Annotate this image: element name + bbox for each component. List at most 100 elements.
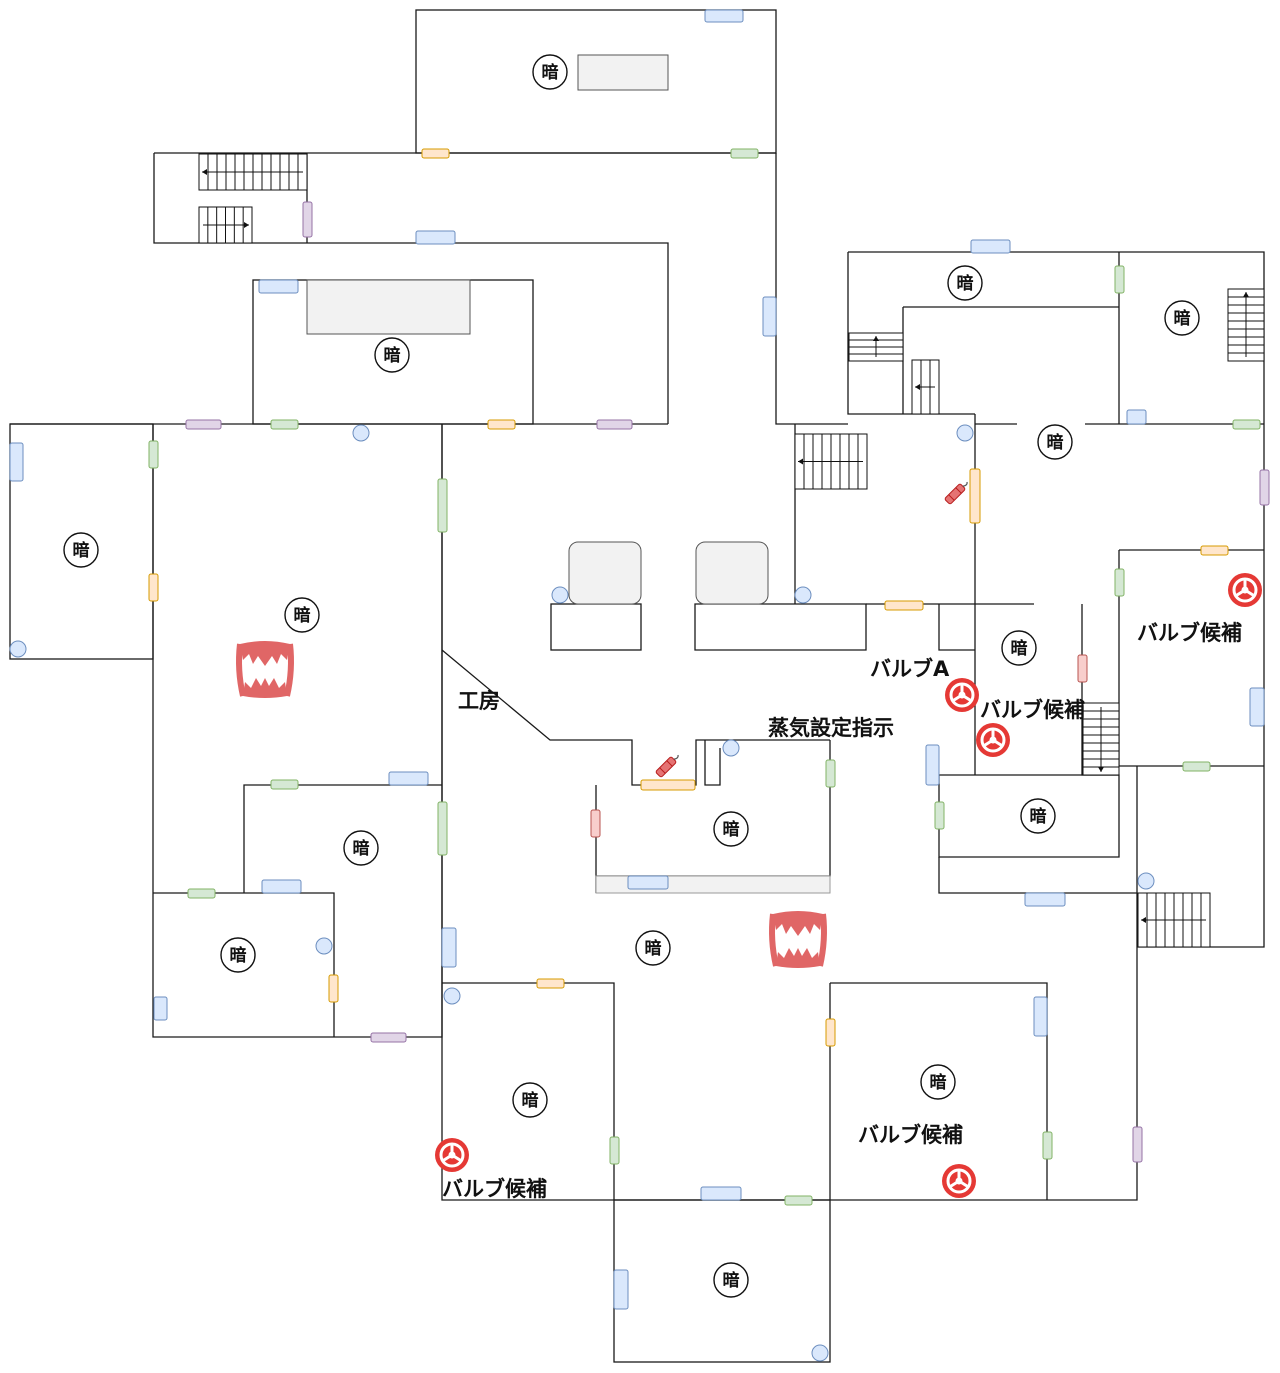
door-green-34 (437, 801, 448, 856)
dark-marker: 暗 (1037, 424, 1073, 460)
valve-icon (976, 723, 1010, 757)
dark-label: 暗 (384, 345, 401, 366)
dark-label: 暗 (957, 273, 974, 294)
door-purple-3 (302, 201, 313, 238)
door-orange-20 (969, 468, 981, 524)
dynamite-group (655, 481, 968, 778)
dark-marker: 暗 (947, 265, 983, 301)
door-orange-43 (536, 978, 565, 989)
dark-label: 暗 (723, 819, 740, 840)
door-orange-21 (884, 600, 924, 611)
door-green-36 (187, 888, 216, 899)
door-blue-37 (627, 875, 669, 890)
door-purple-19 (1259, 469, 1270, 506)
door-blue-45 (1033, 996, 1048, 1037)
stairs-icon (911, 359, 940, 415)
monster-fang-icon (769, 911, 827, 968)
label-valve-candidate-3: バルブ候補 (858, 1123, 963, 1147)
dynamite-icon (655, 754, 679, 778)
monsters-group (236, 641, 827, 968)
vent-circle-icon (811, 1344, 829, 1362)
door-green-12 (148, 440, 159, 469)
valve-icon (942, 1164, 976, 1198)
door-blue-0 (704, 9, 744, 23)
dark-marker: 暗 (374, 337, 410, 373)
door-green-2 (730, 148, 759, 159)
stairs-icon (198, 206, 253, 244)
door-orange-13 (148, 573, 159, 602)
valve-icon (945, 678, 979, 712)
vent-circle-icon (352, 424, 370, 442)
door-blue-27 (925, 744, 940, 786)
dark-marker: 暗 (713, 811, 749, 847)
label-valve-candidate-1: バルブ候補 (1137, 621, 1242, 645)
dark-label: 暗 (353, 838, 370, 859)
dark-marker: 暗 (635, 930, 671, 966)
dark-marker: 暗 (63, 532, 99, 568)
dark-label: 暗 (1030, 806, 1047, 827)
door-blue-33 (388, 771, 429, 786)
door-green-14 (437, 478, 448, 533)
door-blue-17 (1126, 409, 1147, 425)
labels: 工房 バルブA 蒸気設定指示 バルブ候補 バルブ候補 バルブ候補 バルブ候補 (442, 621, 1242, 1201)
label-workshop: 工房 (458, 689, 500, 713)
doors-group (9, 9, 1270, 1310)
door-purple-7 (185, 419, 222, 430)
door-green-28 (934, 801, 945, 830)
dark-label: 暗 (1011, 638, 1028, 659)
door-green-18 (1232, 419, 1261, 430)
dark-label: 暗 (542, 62, 559, 83)
door-blue-51 (613, 1269, 629, 1310)
dark-label: 暗 (522, 1090, 539, 1111)
door-green-29 (825, 759, 836, 788)
vent-circle-icon (551, 586, 569, 604)
furniture (306, 54, 831, 894)
door-purple-48 (1132, 1126, 1143, 1163)
dark-label: 暗 (645, 938, 662, 959)
dark-label: 暗 (1047, 432, 1064, 453)
dark-marker: 暗 (1164, 300, 1200, 336)
door-green-23 (1114, 568, 1125, 597)
door-green-8 (270, 419, 299, 430)
door-green-16 (1114, 265, 1125, 294)
door-blue-11 (9, 442, 24, 482)
stairs-icon (1082, 702, 1120, 776)
valves-group (435, 573, 1262, 1198)
valve-icon (1228, 573, 1262, 607)
door-orange-44 (825, 1018, 836, 1047)
dark-marker: 暗 (1020, 798, 1056, 834)
stairs-icon (1227, 288, 1265, 362)
valve-icon (435, 1138, 469, 1172)
dark-label: 暗 (294, 605, 311, 626)
door-blue-49 (700, 1186, 742, 1201)
label-steam-instruction: 蒸気設定指示 (768, 716, 894, 740)
vent-circle-icon (9, 640, 27, 658)
door-green-47 (1042, 1131, 1053, 1160)
dark-label: 暗 (230, 945, 247, 966)
vent-circle-icon (722, 739, 740, 757)
door-blue-25 (1249, 687, 1265, 727)
door-orange-1 (421, 148, 450, 159)
dynamite-icon (944, 481, 968, 505)
vent-circle-icon (315, 937, 333, 955)
door-purple-42 (370, 1032, 407, 1043)
dark-markers: 暗暗暗暗暗暗暗暗暗暗暗暗暗暗暗暗 (63, 54, 1200, 1298)
label-valve-a: バルブA (870, 657, 950, 681)
stairs-icon (1137, 892, 1211, 948)
door-green-46 (609, 1136, 620, 1165)
dark-label: 暗 (1174, 308, 1191, 329)
dark-marker: 暗 (512, 1082, 548, 1118)
vents-group (9, 424, 1155, 1362)
label-valve-candidate-2: バルブ候補 (980, 698, 1085, 722)
door-green-50 (784, 1195, 813, 1206)
door-blue-15 (970, 239, 1011, 254)
door-purple-10 (596, 419, 633, 430)
door-orange-9 (487, 419, 516, 430)
dark-label: 暗 (930, 1072, 947, 1093)
door-blue-5 (258, 279, 299, 294)
door-green-32 (270, 779, 299, 790)
dark-marker: 暗 (532, 54, 568, 90)
door-orange-31 (640, 779, 696, 791)
door-orange-22 (1200, 545, 1229, 556)
